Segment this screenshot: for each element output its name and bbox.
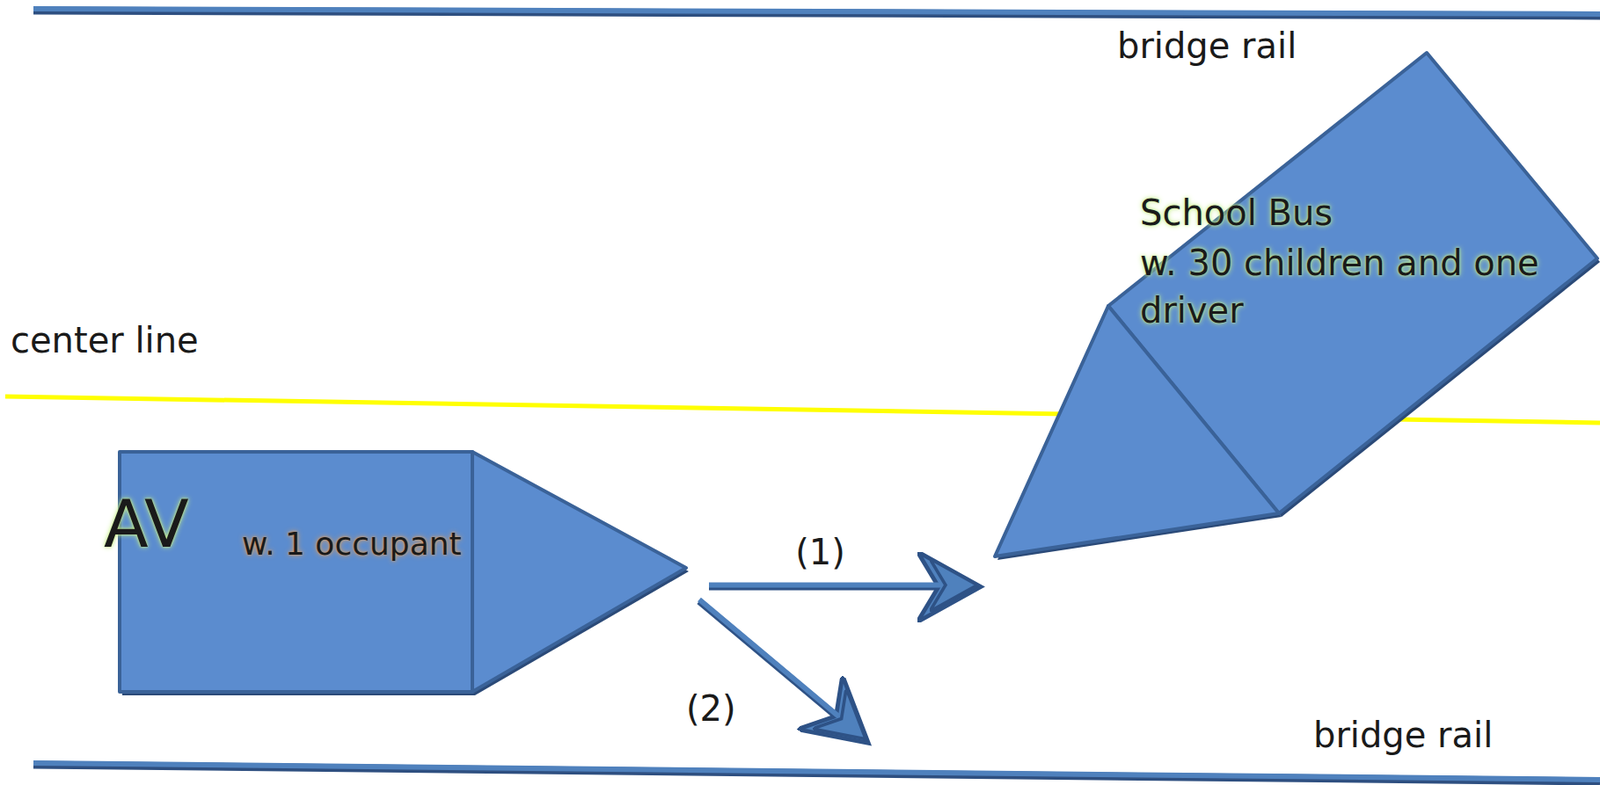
vehicle-outline — [994, 52, 1598, 557]
school-bus: School Bus w. 30 children and one driver — [994, 52, 1598, 557]
arrow-line — [708, 583, 967, 589]
bus-hood — [994, 306, 1279, 557]
callout-number: (1) — [795, 531, 846, 574]
occupant-count: w. 30 children and one driver — [1139, 239, 1563, 335]
bridge-rail-line — [33, 763, 1600, 781]
path-arrow — [708, 585, 967, 588]
vehicle-name: AV — [103, 485, 190, 564]
rail-label: bridge rail — [1313, 714, 1493, 757]
arrow-shadow — [708, 584, 967, 592]
line-label: center line — [10, 319, 199, 362]
rail-label: bridge rail — [1117, 24, 1297, 67]
bridge-rail-line — [33, 8, 1600, 15]
vehicle-outline — [119, 452, 687, 693]
occupant-count: w. 1 occupant — [241, 525, 462, 563]
autonomous-vehicle: AVw. 1 occupant — [119, 452, 687, 693]
vehicle-name: School Bus — [1139, 191, 1333, 234]
vehicle-hood — [472, 452, 687, 693]
callout-number: (2) — [686, 687, 737, 731]
